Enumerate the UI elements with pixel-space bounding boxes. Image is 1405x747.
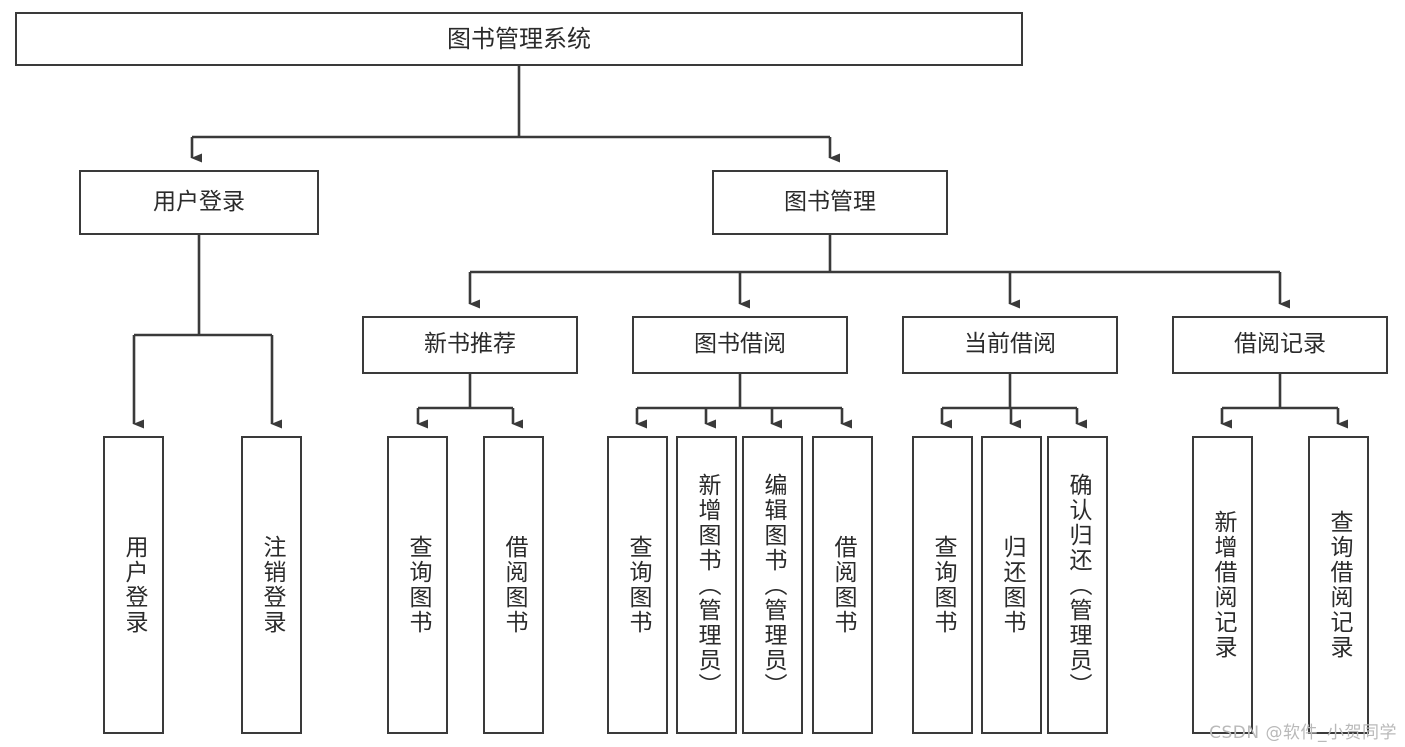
node-leaf-user-logout[interactable]: 注销登录 xyxy=(241,436,302,734)
node-leaf-current-confirm-label: 确认归还（管理员） xyxy=(1065,472,1091,698)
node-leaf-borrow-borrow-label: 借阅图书 xyxy=(830,535,856,635)
node-leaf-current-return[interactable]: 归还图书 xyxy=(981,436,1042,734)
node-leaf-current-query[interactable]: 查询图书 xyxy=(912,436,973,734)
node-leaf-record-add[interactable]: 新增借阅记录 xyxy=(1192,436,1253,734)
node-leaf-newbook-query[interactable]: 查询图书 xyxy=(387,436,448,734)
node-leaf-current-query-label: 查询图书 xyxy=(930,535,956,635)
node-user-login[interactable]: 用户登录 xyxy=(79,170,319,235)
node-leaf-borrow-add-label: 新增图书（管理员） xyxy=(694,472,720,698)
node-leaf-borrow-add[interactable]: 新增图书（管理员） xyxy=(676,436,737,734)
node-leaf-user-login[interactable]: 用户登录 xyxy=(103,436,164,734)
node-user-login-label: 用户登录 xyxy=(153,188,245,215)
node-leaf-user-login-label: 用户登录 xyxy=(121,535,147,635)
node-leaf-user-logout-label: 注销登录 xyxy=(259,535,285,635)
node-leaf-borrow-query[interactable]: 查询图书 xyxy=(607,436,668,734)
node-current-borrow[interactable]: 当前借阅 xyxy=(902,316,1118,374)
node-leaf-newbook-borrow[interactable]: 借阅图书 xyxy=(483,436,544,734)
node-book-management[interactable]: 图书管理 xyxy=(712,170,948,235)
node-book-management-label: 图书管理 xyxy=(784,188,876,215)
node-root-label: 图书管理系统 xyxy=(447,24,591,53)
node-current-borrow-label: 当前借阅 xyxy=(964,331,1056,358)
node-root[interactable]: 图书管理系统 xyxy=(15,12,1023,66)
node-leaf-newbook-query-label: 查询图书 xyxy=(405,535,431,635)
node-book-borrow[interactable]: 图书借阅 xyxy=(632,316,848,374)
node-borrow-records-label: 借阅记录 xyxy=(1234,331,1326,358)
node-leaf-current-confirm[interactable]: 确认归还（管理员） xyxy=(1047,436,1108,734)
node-leaf-record-query[interactable]: 查询借阅记录 xyxy=(1308,436,1369,734)
node-new-book-recommend-label: 新书推荐 xyxy=(424,331,516,358)
node-borrow-records[interactable]: 借阅记录 xyxy=(1172,316,1388,374)
node-book-borrow-label: 图书借阅 xyxy=(694,331,786,358)
watermark: CSDN @软件_小贺同学 xyxy=(1209,723,1397,743)
node-leaf-borrow-borrow[interactable]: 借阅图书 xyxy=(812,436,873,734)
node-leaf-borrow-edit[interactable]: 编辑图书（管理员） xyxy=(742,436,803,734)
node-leaf-record-add-label: 新增借阅记录 xyxy=(1210,510,1236,660)
node-leaf-current-return-label: 归还图书 xyxy=(999,535,1025,635)
node-leaf-borrow-edit-label: 编辑图书（管理员） xyxy=(760,472,786,698)
node-leaf-newbook-borrow-label: 借阅图书 xyxy=(501,535,527,635)
node-leaf-borrow-query-label: 查询图书 xyxy=(625,535,651,635)
node-leaf-record-query-label: 查询借阅记录 xyxy=(1326,510,1352,660)
node-new-book-recommend[interactable]: 新书推荐 xyxy=(362,316,578,374)
